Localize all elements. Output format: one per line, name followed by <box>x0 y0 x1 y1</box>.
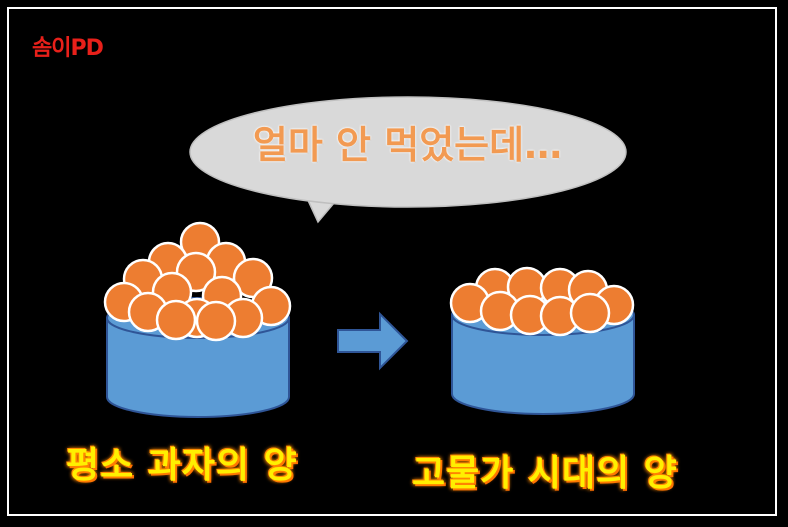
caption-left: 평소 과자의 양 <box>66 445 298 486</box>
bowl-left-snacks <box>103 221 292 342</box>
bowl-right <box>449 266 635 415</box>
speech-bubble <box>189 96 627 224</box>
speech-bubble-text: 얼마 안 먹었는데… <box>252 123 563 167</box>
caption-right: 고물가 시대의 양 <box>412 453 678 494</box>
right-arrow-icon <box>337 311 409 371</box>
bowl-left-body <box>106 317 290 418</box>
speech-bubble-body <box>189 96 627 208</box>
logo: 솜이PD <box>32 36 104 61</box>
bowl-right-snacks <box>449 266 635 337</box>
bowl-right-body <box>451 314 635 415</box>
bowl-left <box>103 221 292 418</box>
white-border-frame <box>7 7 777 516</box>
